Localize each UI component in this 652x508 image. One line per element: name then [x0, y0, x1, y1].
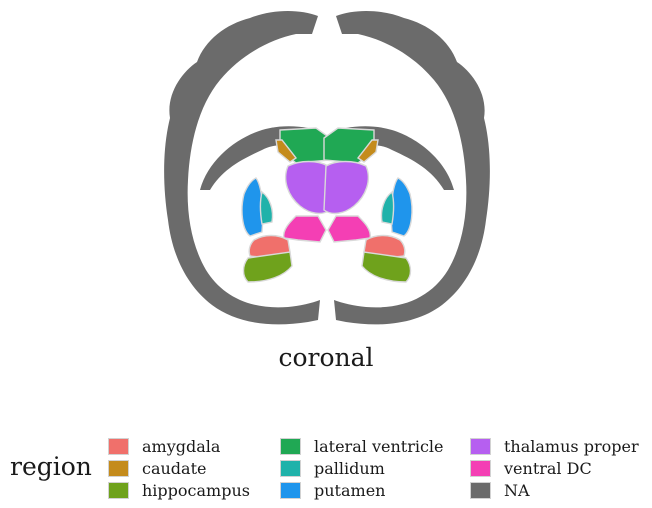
legend-label: amygdala: [142, 437, 220, 456]
legend-label: ventral DC: [504, 459, 592, 478]
legend-swatch: [108, 482, 129, 499]
view-title: coronal: [0, 343, 652, 372]
legend-swatch: [280, 460, 301, 477]
legend-swatch: [108, 460, 129, 477]
pallidum-left: [261, 192, 273, 224]
legend-item-na: NA: [470, 480, 530, 500]
legend-label: putamen: [314, 481, 385, 500]
legend-label: thalamus proper: [504, 437, 639, 456]
pallidum-right: [381, 192, 393, 224]
legend-swatch: [280, 482, 301, 499]
thalamus-proper-left: [286, 162, 330, 214]
legend-swatch: [280, 438, 301, 455]
legend-item-pallidum: pallidum: [280, 458, 385, 478]
thalamus-proper-right: [324, 162, 368, 214]
legend-item-ventral-dc: ventral DC: [470, 458, 592, 478]
legend-item-amygdala: amygdala: [108, 436, 220, 456]
ventral-dc-left: [284, 216, 326, 242]
legend-item-hippocampus: hippocampus: [108, 480, 250, 500]
legend-swatch: [108, 438, 129, 455]
ventral-dc-right: [328, 216, 370, 242]
legend-item-thalamus-proper: thalamus proper: [470, 436, 639, 456]
legend-swatch: [470, 460, 491, 477]
legend-title: region: [10, 452, 92, 481]
putamen-left: [242, 178, 263, 236]
legend-swatch: [470, 482, 491, 499]
coronal-brain-diagram: [0, 0, 652, 345]
legend-item-caudate: caudate: [108, 458, 206, 478]
legend-label: caudate: [142, 459, 206, 478]
legend-item-lateral-ventricle: lateral ventricle: [280, 436, 444, 456]
legend-label: pallidum: [314, 459, 385, 478]
legend-label: hippocampus: [142, 481, 250, 500]
legend-label: NA: [504, 481, 530, 500]
legend-item-putamen: putamen: [280, 480, 385, 500]
legend-label: lateral ventricle: [314, 437, 444, 456]
legend-swatch: [470, 438, 491, 455]
putamen-right: [391, 178, 412, 236]
